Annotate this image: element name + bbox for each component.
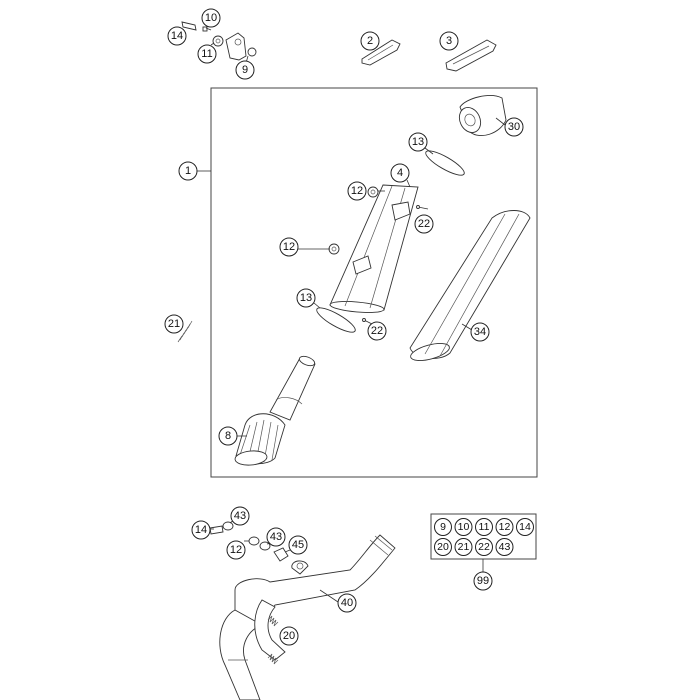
svg-text:43: 43 [234, 510, 246, 522]
svg-text:22: 22 [418, 218, 430, 230]
svg-text:8: 8 [225, 430, 231, 442]
callout-45: 45 [288, 535, 308, 555]
callout-99: 99 [473, 571, 493, 591]
svg-text:40: 40 [341, 597, 353, 609]
callout-21: 21 [164, 314, 184, 334]
svg-text:10: 10 [205, 12, 217, 24]
svg-text:12: 12 [351, 185, 363, 197]
header-pipe-part [219, 534, 396, 700]
pin-part [181, 21, 197, 31]
silencer-outer-part [409, 210, 531, 361]
callout-13-lower: 13 [296, 288, 316, 308]
callout-34: 34 [470, 322, 490, 342]
heat-shield-large-part [445, 39, 497, 72]
callout-9: 9 [235, 60, 255, 80]
callout-1: 1 [178, 161, 198, 181]
bracket-part [225, 32, 247, 61]
kit-item-43: 43 [495, 538, 514, 556]
callout-14-top: 14 [167, 26, 187, 46]
washer-part [212, 35, 224, 47]
svg-text:22: 22 [371, 325, 383, 337]
spring-21-part [177, 320, 193, 343]
svg-text:14: 14 [195, 524, 207, 536]
kit-item-9: 9 [434, 518, 452, 536]
gasket-lower-part [316, 307, 356, 333]
intermediate-pipe-part [234, 355, 316, 466]
kit-item-11: 11 [475, 518, 493, 536]
svg-text:43: 43 [499, 541, 511, 553]
svg-text:43: 43 [270, 531, 282, 543]
svg-text:20: 20 [437, 541, 449, 553]
callout-22-lower: 22 [367, 321, 387, 341]
svg-text:13: 13 [300, 292, 312, 304]
svg-text:99: 99 [477, 575, 489, 587]
end-cap-part [458, 95, 507, 136]
callout-10: 10 [201, 8, 221, 28]
callout-20: 20 [279, 626, 299, 646]
gasket-top-part [425, 150, 465, 176]
svg-text:12: 12 [230, 544, 242, 556]
svg-text:4: 4 [397, 167, 403, 179]
svg-text:34: 34 [474, 326, 486, 338]
svg-text:21: 21 [168, 318, 180, 330]
header-hardware-group [209, 519, 291, 562]
callout-14-bottom: 14 [191, 520, 211, 540]
svg-text:12: 12 [283, 241, 295, 253]
callout-22-upper: 22 [414, 214, 434, 234]
spring-20-upper-part [267, 615, 279, 627]
hardware-kit-box [430, 513, 537, 560]
svg-text:9: 9 [440, 521, 446, 533]
small-nut-part [202, 26, 208, 32]
nut-part [247, 47, 257, 57]
kit-item-21: 21 [454, 538, 473, 556]
kit-item-22: 22 [475, 538, 493, 556]
svg-text:14: 14 [519, 521, 531, 533]
small-hardware-group [181, 21, 257, 64]
svg-text:10: 10 [458, 521, 470, 533]
callout-12-lower: 12 [279, 237, 299, 257]
svg-text:2: 2 [367, 35, 373, 47]
callout-8: 8 [218, 426, 238, 446]
callout-40: 40 [337, 593, 357, 613]
svg-text:14: 14 [171, 30, 183, 42]
silencer-inner-part [329, 179, 419, 313]
assembly-frame [210, 87, 538, 478]
callout-13-top: 13 [408, 132, 428, 152]
svg-text:3: 3 [446, 35, 452, 47]
nut-12-upper-part [367, 186, 379, 198]
svg-text:12: 12 [499, 521, 511, 533]
kit-item-20: 20 [434, 538, 452, 556]
hardware-kit-row-1: 9 10 11 12 14 [434, 518, 534, 536]
svg-text:45: 45 [292, 539, 304, 551]
svg-text:22: 22 [478, 541, 490, 553]
svg-text:20: 20 [283, 630, 295, 642]
nut-12-lower-part [328, 243, 340, 255]
svg-text:1: 1 [185, 165, 191, 177]
callout-11: 11 [197, 44, 217, 64]
svg-text:9: 9 [242, 64, 248, 76]
kit-item-14: 14 [516, 518, 534, 536]
svg-text:21: 21 [458, 541, 470, 553]
callout-12-bottom: 12 [226, 540, 246, 560]
hardware-kit-row-2: 20 21 22 43 [434, 538, 514, 556]
svg-text:13: 13 [412, 136, 424, 148]
kit-item-12: 12 [495, 518, 514, 536]
svg-text:30: 30 [508, 121, 520, 133]
spring-20-lower-part [267, 653, 279, 665]
callout-4: 4 [390, 163, 410, 183]
callout-43-bottom: 43 [266, 527, 286, 547]
kit-item-10: 10 [454, 518, 473, 536]
callout-12-upper: 12 [347, 181, 367, 201]
callout-2: 2 [360, 31, 380, 51]
svg-text:11: 11 [479, 521, 490, 533]
svg-text:11: 11 [201, 48, 212, 60]
callout-30: 30 [504, 117, 524, 137]
callout-3: 3 [439, 31, 459, 51]
callout-43-top: 43 [230, 506, 250, 526]
